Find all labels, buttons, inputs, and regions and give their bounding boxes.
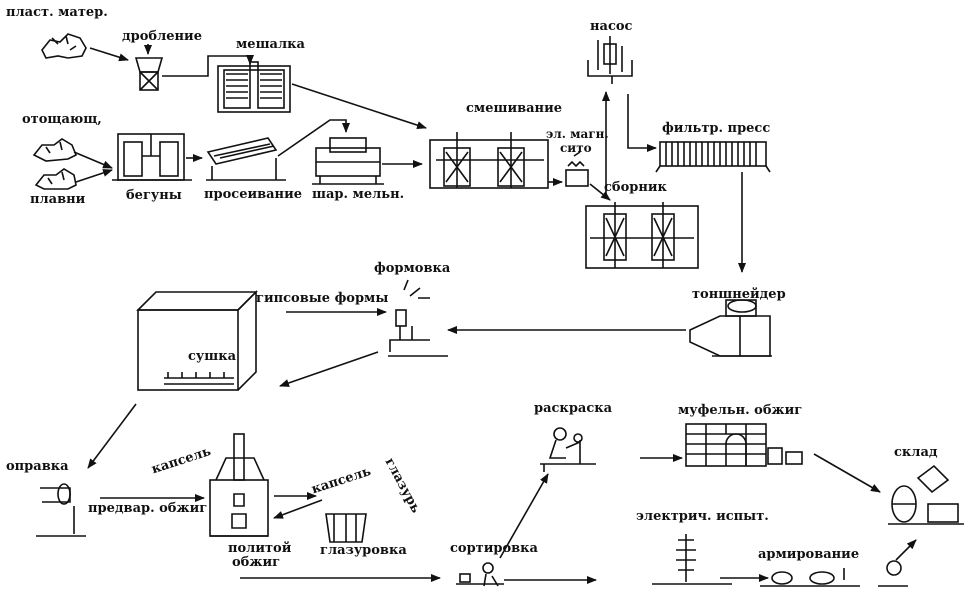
flux-pile-icon [36, 169, 76, 189]
label-collector: сборник [604, 181, 667, 194]
label-drying: сушка [188, 350, 236, 363]
label-el-magn: эл. магн. [546, 128, 609, 140]
muffle-kiln-icon [686, 424, 802, 466]
painting-worker-icon [540, 428, 596, 472]
label-muffle-firing: муфельн. обжиг [678, 404, 802, 417]
label-ball-mill: шар. мельн. [312, 188, 404, 201]
insulator-test-icon [652, 534, 732, 584]
label-mixer: мешалка [236, 38, 305, 51]
label-electric-test: электрич. испыт. [636, 510, 769, 523]
label-sorting: сортировка [450, 542, 538, 555]
edge-runner-mill-icon [112, 134, 192, 180]
label-plastic-material: пласт. матер. [6, 6, 108, 19]
label-sifting: просеивание [204, 188, 302, 201]
label-glazing: глазуровка [320, 544, 407, 557]
collector-tank-icon [586, 202, 698, 268]
label-flux: плавни [30, 193, 85, 206]
label-painting: раскраска [534, 402, 612, 415]
label-filter-press: фильтр. пресс [662, 122, 770, 135]
flow-arrows [74, 44, 916, 580]
magnetic-sieve-icon [566, 152, 588, 186]
label-warehouse: склад [894, 446, 938, 459]
label-forming: формовка [374, 262, 450, 275]
label-pug-mill: тоншнейдер [692, 288, 786, 301]
label-edge-runners: бегуны [126, 189, 182, 202]
label-glost-firing-1: политой [228, 542, 291, 555]
label-sieve: сито [560, 142, 592, 154]
forming-wheel-icon [388, 280, 448, 356]
label-trimming: оправка [6, 460, 69, 473]
warehouse-crates-icon [888, 466, 964, 524]
ball-mill-icon [312, 138, 384, 184]
label-glost-firing-2: обжиг [232, 556, 280, 569]
sifting-screen-icon [206, 138, 286, 180]
fitting-assembly-icon [760, 561, 908, 586]
label-crushing: дробление [122, 30, 202, 43]
glazing-tub-icon [326, 514, 366, 542]
trimming-lathe-icon [36, 484, 86, 536]
filter-press-icon [656, 142, 770, 172]
label-lean-material: отощающ, [22, 113, 102, 126]
drying-chamber-icon [138, 292, 256, 390]
sorting-worker-icon [456, 563, 504, 586]
crusher-icon [136, 58, 162, 90]
label-mixing: смешивание [466, 102, 562, 115]
lean-material-pile-icon [34, 139, 76, 161]
mixing-tank-icon [430, 132, 548, 188]
label-pump: насос [590, 20, 632, 33]
label-fitting: армирование [758, 548, 859, 561]
plastic-material-pile-icon [42, 34, 86, 58]
label-preliminary-firing: предвар. обжиг [88, 502, 207, 515]
kiln-icon [210, 434, 268, 536]
pump-icon [588, 36, 632, 84]
label-plaster-molds: гипсовые формы [256, 292, 388, 305]
pug-mill-icon [690, 300, 772, 356]
mixer-icon [218, 62, 290, 112]
